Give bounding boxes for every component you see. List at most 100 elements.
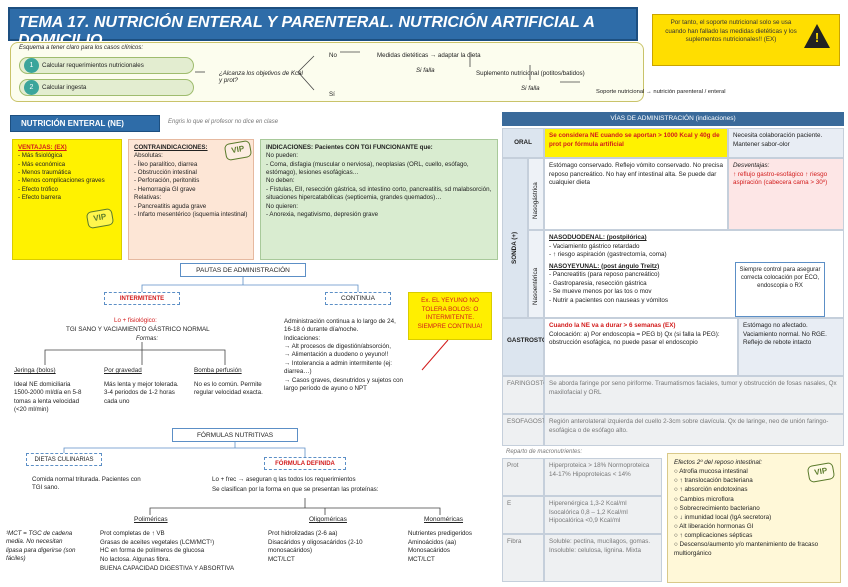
desventajas-text: ↑ reflujo gastro-esofágico ↑ riesgo aspi…	[733, 170, 828, 187]
prot-label: Prot	[502, 458, 544, 496]
nasoye-title: NASOYEYUNAL: (post ángulo Treitz)	[549, 262, 660, 270]
contra-abs-list: - Íleo paralítico, diarrea - Obstrucción…	[134, 161, 248, 194]
fibra-label: Fibra	[502, 534, 544, 582]
yeyuno-note: Ex. EL YEYUNO NO TOLERA BOLOS: O INTERMI…	[408, 292, 492, 340]
medidas-text: Medidas dietéticas → adaptar la dieta	[377, 52, 481, 59]
nasoye-item: - Pancreatitis (para reposo pancreático)	[549, 271, 660, 278]
esofago-text: Región anterolateral izquierda del cuell…	[544, 414, 844, 446]
formas-label: Formas:	[136, 336, 159, 342]
esofago-label: ESOFAGOSTOMIA	[502, 414, 562, 446]
step-1: Calcular requerimientos nutricionales	[19, 57, 194, 74]
efectos-title: Efectos 2º del reposo intestinal:	[674, 459, 763, 466]
nasoduo-list: - Vaciamiento gástrico retardado- ↑ ries…	[549, 243, 839, 260]
indic-line: - Anorexia, negativismo, depresión grave	[266, 210, 379, 218]
indic-line: - Coma, disfagia (muscular o nerviosa), …	[266, 160, 469, 177]
oral-right: Necesita colaboración paciente. Mantener…	[728, 128, 844, 158]
nasoye-item: - Gastroparesia, resección gástrica	[549, 279, 647, 287]
question: ¿Alcanza los objetivos de Kcal y prot?	[219, 70, 303, 84]
contra-title: CONTRAINDICACIONES:	[134, 144, 208, 151]
oral-red: Se considera NE cuando se aportan > 1000…	[544, 128, 728, 158]
pautas-title: PAUTAS DE ADMINISTRACIÓN	[180, 263, 306, 277]
gastro-cell: Cuando la NE va a durar > 6 semanas (EX)…	[544, 318, 738, 376]
warning-icon: !	[804, 24, 830, 48]
indic-line: - Fístulas, EII, resección gástrica, sd …	[266, 185, 492, 202]
page-title: TEMA 17. NUTRICIÓN ENTERAL Y PARENTERAL.…	[8, 7, 638, 49]
poli-item: BUENA CAPACIDAD DIGESTIVA Y ABSORTIVA	[100, 564, 235, 572]
poli-item: Grasas de aceites vegetales (LCM/MCT¹)	[100, 538, 215, 546]
faringo-text: Se aborda faringe por seno piriforme. Tr…	[544, 376, 844, 414]
fisio-label: Lo + fisiológico:	[114, 317, 157, 324]
ventaja-item: - Efecto barrera	[18, 194, 61, 202]
efecto-item: ○ Atrofia mucosa intestinal	[674, 468, 748, 476]
si-falla-1: Si falla	[416, 67, 435, 74]
nasoent-text: Nasoentérica	[532, 267, 539, 305]
desventajas-title: Desventajas:	[733, 162, 770, 169]
efecto-item: ○ ↑ translocación bacteriana	[674, 477, 753, 485]
mct-note: ¹MCT = TGC de cadena media. No necesitan…	[6, 530, 76, 563]
continua-box: CONTINUA	[325, 292, 391, 305]
indicaciones-box: INDICACIONES: Pacientes CON TGI FUNCIONA…	[260, 139, 498, 260]
nasoduo-title: NASODUODENAL: (postpilórica)	[549, 234, 647, 241]
soporte-text: Soporte nutricional → nutrición parenter…	[596, 89, 726, 95]
ventaja-item: - Menos traumática	[18, 169, 71, 177]
nasoye-list: - Pancreatitis (para reposo pancreático)…	[549, 271, 839, 305]
vias-title: VÍAS DE ADMINISTRACIÓN (indicaciones)	[502, 112, 844, 126]
indic-line: No quieren:	[266, 202, 298, 210]
poli-item: Prot completas de ↑ VB	[100, 530, 165, 537]
vip-stamp: VIP	[85, 207, 115, 230]
poli-item: HC en forma de polímeros de glucosa	[100, 547, 205, 555]
macro-title: Reparto de macronutrientes:	[506, 449, 583, 455]
efecto-item: ○ Descenso/aumento y/o mantenimiento de …	[674, 541, 819, 558]
formulas-title: FÓRMULAS NUTRITIVAS	[172, 428, 298, 442]
control-note: Siempre control para asegurar correcta c…	[735, 262, 825, 317]
efectos-box: Efectos 2º del reposo intestinal: ○ Atro…	[667, 453, 841, 583]
nasoye-item: - Se mueve menos por las tos o mov	[549, 288, 652, 295]
contra-rel-item: - Pancreatitis aguda grave	[134, 202, 207, 210]
dietas-box: DIETAS CULINARIAS	[26, 453, 102, 466]
definida-box: FÓRMULA DEFINIDA	[264, 457, 346, 470]
prot-text: Hiperproteica > 18% Normoproteica 14-17%…	[544, 458, 662, 496]
contra-abs-label: Absolutas:	[134, 152, 163, 160]
warning-note: Por tanto, el soporte nutricional solo s…	[652, 14, 840, 66]
nasoduo-item: - Vaciamiento gástrico retardado	[549, 242, 640, 250]
ventajas-list: - Más fisiológica- Más económica- Menos …	[18, 152, 116, 202]
continua-ind-item: → Casos graves, desnutridos y sujetos co…	[284, 376, 403, 392]
ventaja-item: - Efecto trófico	[18, 185, 58, 193]
gravedad-title: Por gravedad	[104, 367, 142, 374]
step-1-label: Calcular requerimientos nutricionales	[42, 62, 144, 69]
dietas-desc: Comida normal triturada. Pacientes con T…	[32, 476, 141, 492]
mono-title: Monoméricas	[424, 516, 464, 523]
suplemento-text: Suplemento nutricional (potitos/batidos)	[476, 70, 585, 77]
ne-section-tag: NUTRICIÓN ENTERAL (NE)	[10, 115, 160, 132]
naso-label: Nasogástrica	[528, 158, 544, 230]
oligo-title: Oligoméricas	[309, 516, 347, 523]
bomba-desc: No es lo común. Permite regular velocida…	[194, 381, 263, 397]
contra-abs-item: - Íleo paralítico, diarrea	[134, 160, 198, 168]
efecto-item: ○ Sobrecrecimiento bacteriano	[674, 504, 760, 512]
ne-subtitle: Engris lo que el profesor no dice en cla…	[168, 119, 279, 125]
gastro-label: GASTROSTOMIA	[502, 318, 558, 376]
nasoent-label: Nasoentérica	[528, 230, 544, 318]
oligo-item: MCT/LCT	[268, 556, 295, 564]
contra-abs-item: - Hemorragia GI grave	[134, 185, 196, 193]
step-2-label: Calcular ingesta	[42, 84, 87, 91]
continua-ind-item: → Intolerancia a admin intermitente (ej:…	[284, 359, 392, 376]
continua-desc-text: Administración continua a lo largo de 24…	[284, 318, 396, 334]
jeringa-desc: Ideal NE domiciliaria 1500-2000 ml/día e…	[14, 381, 82, 414]
oligo-list: Prot hidrolizadas (2-6 aa)Disacáridos y …	[268, 530, 393, 565]
efecto-item: ○ Cambios microflora	[674, 495, 734, 503]
mono-item: Nutrientes predigeridos	[408, 530, 472, 537]
contra-abs-item: - Perforación, peritonitis	[134, 177, 200, 185]
si-label: Sí	[329, 91, 335, 98]
mono-item: MCT/LCT	[408, 556, 435, 564]
ventajas-box: VENTAJAS: (EX) - Más fisiológica- Más ec…	[12, 139, 122, 260]
clinical-scheme: Esquema a tener claro para los casos clí…	[10, 42, 726, 102]
ventaja-item: - Más fisiológica	[18, 152, 63, 160]
indic-line: No pueden:	[266, 152, 298, 160]
fibra-text: Soluble: pectina, mucílagos, gomas. Inso…	[544, 534, 662, 582]
step-1-number: 1	[24, 58, 39, 73]
nasoduo-item: - ↑ riesgo aspiración (gastrectomía, com…	[549, 251, 667, 258]
desventajas-cell: Desventajas: ↑ reflujo gastro-esofágico …	[728, 158, 844, 230]
efectos-list: ○ Atrofia mucosa intestinal○ ↑ transloca…	[674, 467, 834, 558]
